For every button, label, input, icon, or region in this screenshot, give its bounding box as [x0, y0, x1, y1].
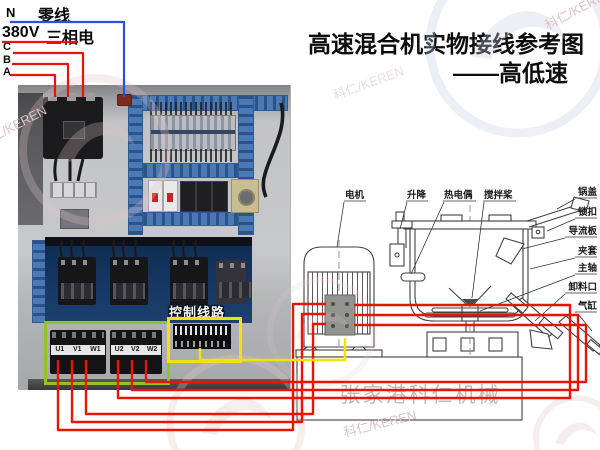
contactor	[216, 260, 251, 304]
cable-duct	[143, 212, 238, 226]
label-discharge: 卸料口	[568, 281, 597, 293]
lift-mechanism-drawing	[389, 211, 413, 267]
neutral-name-label: 零线	[38, 8, 71, 25]
terminal-labels-2: U2 V2 W2	[111, 345, 161, 355]
label-latch: 锁扣	[578, 206, 597, 218]
contactor	[170, 257, 208, 305]
machine-outline	[53, 102, 600, 421]
control-circuit-label: 控制线路	[169, 305, 226, 320]
thermocouple-drawing	[400, 272, 426, 282]
contactor-backplate	[45, 237, 252, 323]
mixing-vessel-drawing	[400, 196, 590, 355]
label-shaft: 主轴	[578, 262, 598, 274]
cable-duct	[143, 163, 238, 178]
deflector-drawing	[495, 237, 525, 265]
terminal-w2: W2	[146, 346, 158, 353]
terminal-w1: W1	[90, 346, 101, 353]
label-lid: 锅盖	[578, 186, 598, 198]
title-line-2: ——高低速	[453, 60, 568, 86]
breaker-terminals	[48, 93, 100, 101]
contactor	[110, 257, 148, 305]
cabinet-shadow	[18, 93, 43, 225]
phase-wires	[2, 40, 85, 97]
label-cylinder: 气缸	[577, 300, 598, 312]
machine-base-drawing	[296, 331, 523, 421]
main-circuit-breaker	[43, 93, 103, 159]
control-panel-photo: 控制线路 U1 V1 W1 U2 V2 W2	[18, 85, 291, 390]
phase-c-label: C	[3, 41, 11, 53]
label-motor: 电机	[345, 189, 365, 201]
contactor	[58, 257, 96, 305]
control-terminal-strip	[173, 324, 231, 349]
terminal-labels-1: U1 V1 W1	[51, 345, 105, 355]
label-lift: 升降	[407, 189, 427, 201]
timer-module	[231, 179, 259, 213]
wire-bundle	[150, 102, 234, 115]
phase-b-label: B	[3, 54, 11, 66]
latch-drawing	[531, 226, 545, 239]
terminal-strip	[150, 115, 236, 151]
relay-module	[180, 181, 196, 212]
cable-duct	[128, 95, 143, 235]
control-terminals-highlight-box	[167, 317, 242, 363]
phase-a-label: A	[3, 66, 11, 78]
motor-terminal-block-1: U1 V1 W1	[50, 330, 106, 374]
voltage-label: 380V	[2, 24, 40, 41]
neutral-wire	[10, 20, 126, 97]
terminal-u2: U2	[114, 346, 124, 353]
relay-module	[196, 181, 212, 212]
terminal-v1: V1	[72, 346, 82, 353]
title-line-1: 高速混合机实物接线参考图	[308, 31, 584, 57]
motor-feed-wires	[56, 302, 588, 432]
label-jacket: 夹套	[577, 245, 598, 257]
relay-module	[212, 181, 228, 212]
neutral-letter: N	[6, 5, 16, 20]
din-breaker	[148, 180, 163, 212]
terminal-v2: V2	[130, 346, 140, 353]
wire-bundle	[150, 149, 234, 162]
power-cable	[53, 102, 285, 258]
label-leader-lines	[336, 197, 597, 332]
terminal-u1: U1	[55, 346, 65, 353]
label-paddle: 搅拌桨	[484, 189, 513, 201]
page-title: 高速混合机实物接线参考图 ——高低速	[292, 30, 584, 88]
control-wire	[198, 338, 347, 362]
terminal-device	[50, 182, 97, 198]
label-thermocouple: 热电偶	[444, 189, 473, 201]
aux-device	[60, 209, 89, 229]
din-breaker	[163, 180, 178, 212]
label-deflector: 导流板	[568, 225, 597, 237]
breaker-switch-face	[63, 121, 85, 139]
motor-terminal-block-2: U2 V2 W2	[110, 330, 162, 374]
